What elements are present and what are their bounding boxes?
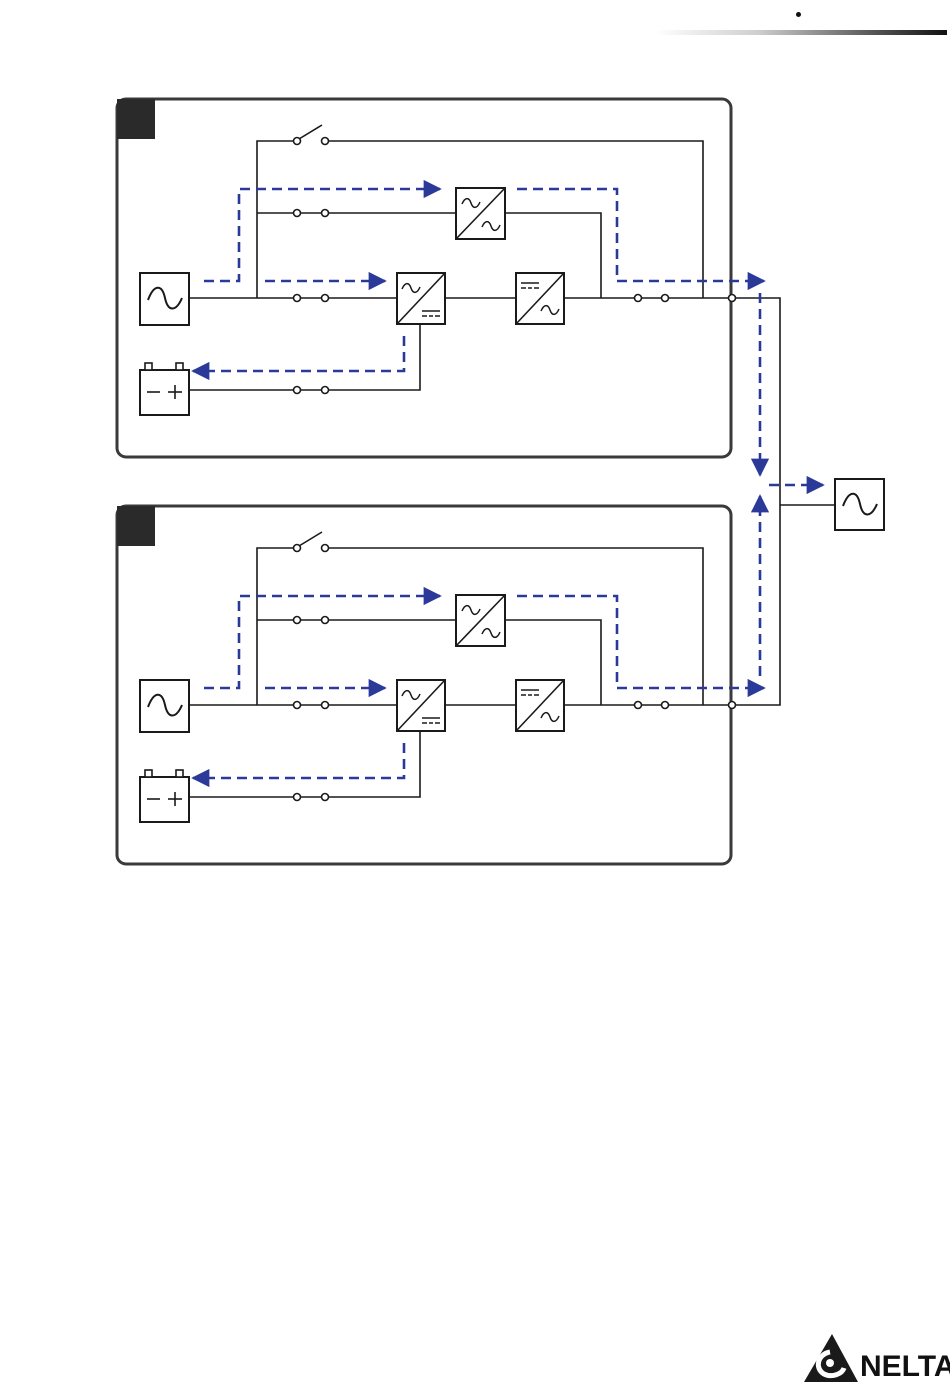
module-2-rectifier-icon	[397, 680, 445, 731]
module-2-bypass-wire	[257, 548, 296, 705]
load-ac-icon	[835, 479, 884, 530]
module-1-badge	[117, 99, 155, 139]
ups-module-1	[117, 99, 764, 457]
module-1-rectifier-icon	[397, 273, 445, 324]
module-2-inverter-icon	[516, 680, 564, 731]
parallel-output-bus	[735, 293, 884, 705]
module-1-inverter-icon	[516, 273, 564, 324]
module-1-flow-bypass	[204, 189, 440, 281]
module-2-flow-battery	[193, 743, 404, 778]
module-1-static-switch-icon	[456, 188, 505, 239]
module-1-flow-battery	[193, 336, 404, 371]
module-2-ac-source-icon	[140, 680, 189, 732]
ups-module-2	[117, 506, 764, 864]
module-2-static-switch-icon	[456, 595, 505, 646]
module-2-badge	[117, 506, 155, 546]
module-1-ac-source-icon	[140, 273, 189, 325]
module-2-flow-bypass	[204, 596, 440, 688]
module-1-battery-icon	[140, 363, 189, 415]
module-2-battery-icon	[140, 770, 189, 822]
module-1-bypass-wire	[257, 141, 296, 298]
logo-wordmark: NELTA	[860, 1350, 950, 1384]
module-2-flow-output	[517, 596, 764, 688]
module-1-flow-output	[517, 189, 764, 281]
